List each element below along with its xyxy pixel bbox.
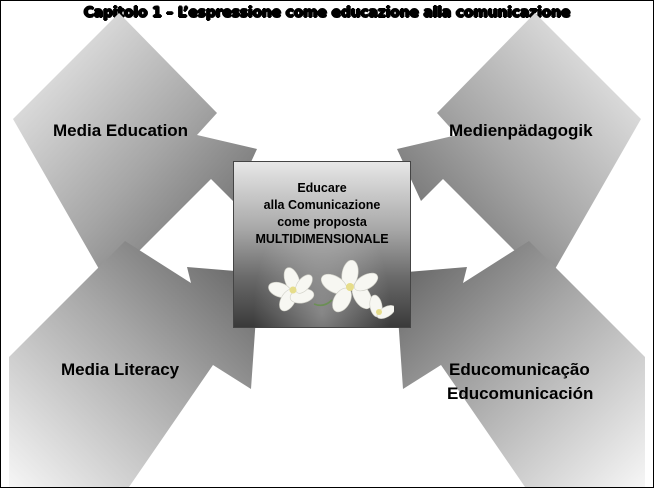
center-box: Educare alla Comunicazione come proposta… <box>233 161 411 328</box>
center-line-1: Educare <box>297 181 347 195</box>
arrow-top-left <box>13 13 257 283</box>
node-medienpaedagogik: Medienpädagogik <box>449 121 593 140</box>
arrow-bottom-left <box>9 241 259 487</box>
center-line-3: come proposta <box>277 215 367 229</box>
center-line-2: alla Comunicazione <box>263 198 381 212</box>
node-media-literacy: Media Literacy <box>61 360 180 379</box>
node-educomunicacion: Educomunicación <box>447 384 594 403</box>
arrow-bottom-right <box>395 241 645 487</box>
center-line-4: MULTIDIMENSIONALE <box>255 232 389 246</box>
node-educomunicacao: Educomunicação <box>449 360 590 379</box>
slide-title: Capitolo 1 – L’espressione come educazio… <box>83 5 571 22</box>
flower-image <box>268 260 394 319</box>
node-media-education: Media Education <box>53 121 189 140</box>
arrow-top-right <box>397 13 641 283</box>
center-text: Educare alla Comunicazione come proposta… <box>234 180 410 248</box>
